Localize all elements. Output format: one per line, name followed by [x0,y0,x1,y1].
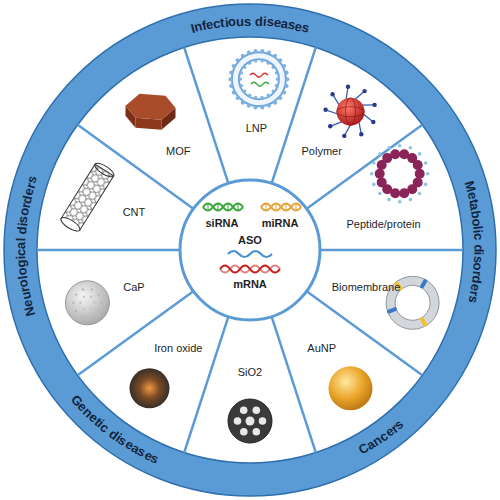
outer-ring [4,4,496,496]
carrier-segment: SiO2 [235,364,265,381]
nucleic-acid-label: siRNA [205,217,238,230]
category-label: Cancers [355,415,408,458]
carrier-label: SiO2 [238,366,262,379]
carrier-icon [126,94,176,130]
category-label: Neurological disorders [12,171,41,321]
carrier-label: Biomembrane [332,281,400,294]
nucleic-acid-label: ASO [238,234,262,247]
segment-divider [78,291,194,375]
segment-divider [272,317,316,453]
nucleic-acid-label: mRNA [233,278,267,291]
center-circle [180,180,320,320]
carrier-segment: Peptide/protein [344,216,424,233]
mirna-helix [261,204,301,211]
carrier-segment: Biomembrane [329,279,403,296]
segment-divider [320,249,463,252]
carrier-segment: CaP [120,279,147,296]
carrier-label: Peptide/protein [347,218,421,231]
carrier-label: AuNP [307,342,336,355]
carrier-icon [323,85,376,139]
carrier-label: MOF [166,145,190,158]
inner-disc [37,37,463,463]
segment-divider [184,317,228,453]
carrier-segment: CNT [120,204,149,221]
carrier-icon [228,49,289,110]
carrier-label: CNT [123,206,146,219]
aso-strand [228,251,272,257]
carrier-icon [228,399,272,443]
carrier-segment: LNP [243,120,270,137]
nucleic-acid-circle: siRNA miRNAASO mRNA [180,180,320,320]
carrier-segment: Polymer [299,143,345,160]
carrier-segment: AuNP [304,340,339,357]
carrier-segment: Iron oxide [151,340,205,357]
segment-divider [307,291,423,375]
category-label: Metabolic disorders [461,178,488,309]
carrier-icon [370,144,430,204]
carrier-label: CaP [123,281,144,294]
segment-divider [307,125,423,209]
segment-dividers [37,47,463,452]
sirna-helix [203,204,243,211]
mrna-strand [220,266,280,273]
segment-divider [184,47,228,183]
segment-divider [37,249,180,252]
carrier-label: Iron oxide [154,342,202,355]
category-label: Infectious diseases [183,12,314,37]
carrier-segment: MOF [163,143,193,160]
category-label: Genetic diseases [68,391,164,467]
carrier-icon [329,366,373,410]
carrier-icon [65,281,109,325]
carrier-label: LNP [246,122,267,135]
carrier-icon [59,161,116,234]
nucleic-acid-label: miRNA [262,217,299,230]
carrier-icons [59,49,439,443]
carrier-icon [130,368,170,408]
carrier-label: Polymer [302,145,342,158]
